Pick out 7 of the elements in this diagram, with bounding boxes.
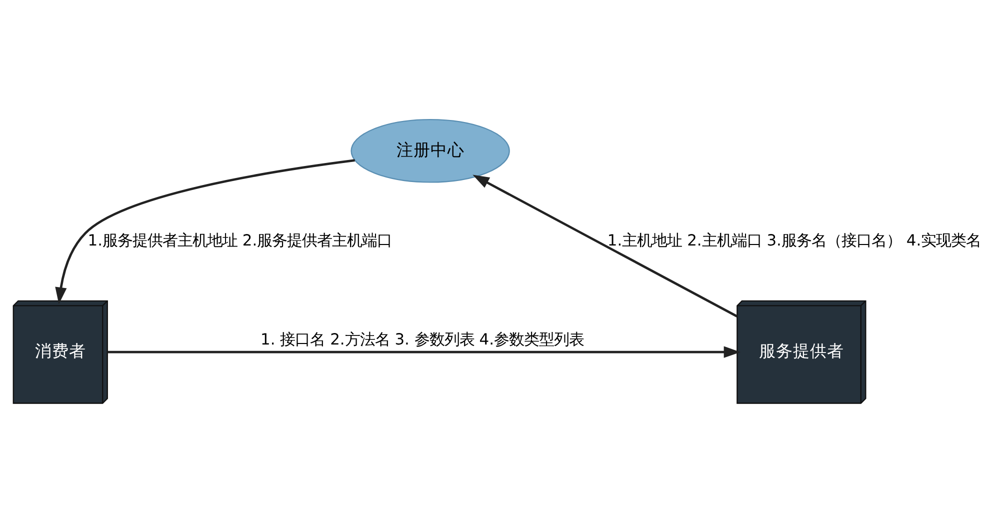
node-ellipse: 注册中心: [350, 118, 510, 182]
arrow: [472, 174, 738, 318]
edge-label: 1.服务提供者主机地址 2.服务提供者主机端口: [88, 231, 392, 250]
arrow: [55, 158, 355, 304]
edge-label: 1. 接口名 2.方法名 3. 参数列表 4.参数类型列表: [260, 330, 584, 348]
edge-label: 1.主机地址 2.主机端口 3.服务名（接口名） 4.实现类名: [607, 231, 982, 250]
arrow: [108, 346, 741, 358]
